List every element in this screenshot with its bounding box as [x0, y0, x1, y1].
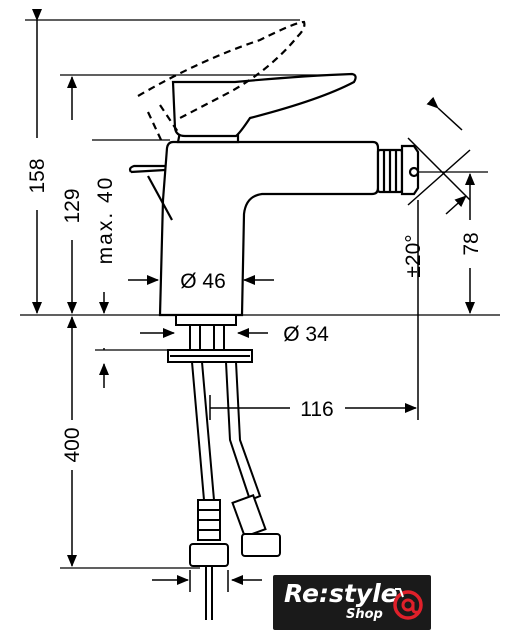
dim-max40-label: max. 40 [94, 176, 117, 265]
popup-rod [128, 164, 166, 174]
dimension-lines [32, 9, 475, 592]
dim-d46-label: Ø 46 [180, 270, 226, 293]
hose-right [224, 361, 262, 502]
dim-d34-label: Ø 34 [283, 323, 329, 346]
dim-116-label: 116 [300, 398, 333, 421]
dim-400-label: 400 [61, 427, 84, 462]
dim-angle-label: ±20° [402, 234, 425, 277]
shank [175, 314, 237, 326]
installation-parts [167, 314, 281, 620]
brand-logo[interactable]: Re:style Shop [273, 575, 431, 630]
nut-right [241, 533, 281, 557]
logo-sub-text: Shop [346, 607, 383, 622]
logo-brand-text: Re:style [284, 579, 398, 608]
popup-rod-lower [147, 175, 173, 221]
dim-78-label: 78 [460, 232, 483, 255]
connector-right [231, 494, 267, 538]
lever-dashed-position [137, 20, 306, 143]
faucet-body [158, 140, 380, 317]
dim-129-label: 129 [61, 188, 84, 223]
shopping-cart-at-icon [393, 588, 423, 620]
nut-left [189, 543, 229, 567]
lever-handle [171, 72, 357, 138]
dim-158-label: 158 [26, 158, 49, 193]
faucet-outline [128, 72, 420, 317]
hose-left [190, 361, 216, 501]
reference-lines [20, 19, 500, 569]
